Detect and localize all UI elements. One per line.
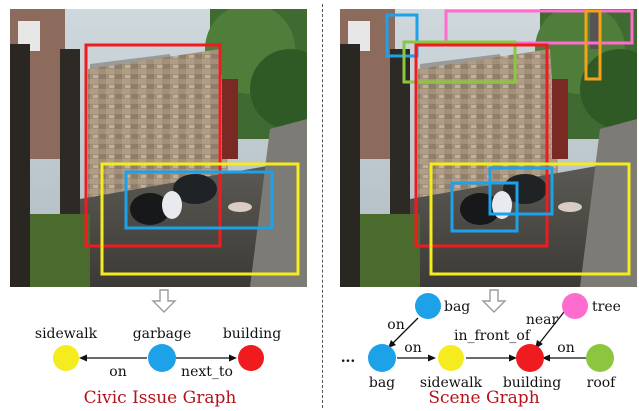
- node-garbage: [148, 344, 176, 372]
- node-bag-top: [415, 293, 441, 319]
- ellipsis: ...: [341, 350, 356, 366]
- building-box: [84, 43, 222, 248]
- edge-label-on-left: on: [387, 317, 404, 333]
- tree-trunk-box: [584, 9, 602, 81]
- node-label-building-right: building: [503, 375, 561, 391]
- node-building-right: [516, 344, 544, 372]
- down-arrow-icon-right: [481, 289, 507, 313]
- edge-label-near: near: [526, 312, 559, 328]
- roof-box: [402, 40, 517, 84]
- node-building: [238, 345, 264, 371]
- building-box-right: [414, 43, 549, 248]
- edge-label-on-right: on: [557, 340, 574, 356]
- bag-box-left: [450, 181, 519, 233]
- left-photo: [10, 9, 307, 287]
- right-caption: Scene Graph: [428, 388, 539, 408]
- node-label-sidewalk-right: sidewalk: [420, 375, 483, 391]
- node-label-garbage: garbage: [133, 326, 192, 342]
- arrowhead-sidewalk: [79, 354, 87, 362]
- node-tree: [562, 293, 588, 319]
- node-label-sidewalk: sidewalk: [35, 326, 98, 342]
- arrowhead-building: [229, 354, 237, 362]
- node-label-roof: roof: [587, 375, 618, 391]
- edge-label-on-mid: on: [404, 340, 421, 356]
- garbage-box: [124, 170, 274, 230]
- bag-box-right: [488, 166, 554, 216]
- node-bag-bottom: [368, 344, 396, 372]
- sidewalk-box: [100, 162, 300, 276]
- tree-box: [444, 9, 634, 45]
- arrowhead-building-mid: [509, 354, 517, 362]
- edge-bag-top-bag-bottom: [390, 317, 419, 346]
- arrowhead-sidewalk-right: [428, 354, 436, 362]
- edge-label-on: on: [109, 364, 126, 380]
- sidewalk-box-right: [429, 162, 631, 276]
- edge-tree-building: [537, 311, 565, 346]
- down-arrow-icon-left: [151, 289, 177, 313]
- arrowhead-building-right: [542, 354, 550, 362]
- bag-box-top: [385, 13, 419, 58]
- node-label-bag-top: bag: [444, 299, 470, 315]
- left-caption: Civic Issue Graph: [84, 388, 237, 408]
- node-sidewalk-right: [438, 345, 464, 371]
- edge-label-in-front-of: in_front_of: [454, 328, 532, 344]
- node-label-building: building: [223, 326, 281, 342]
- node-sidewalk: [53, 345, 79, 371]
- node-roof: [586, 344, 614, 372]
- edge-label-next-to: next_to: [181, 364, 233, 380]
- panel-divider: [322, 4, 323, 408]
- node-label-tree: tree: [592, 299, 621, 315]
- arrowhead-bag-bottom: [388, 340, 396, 348]
- node-label-bag-bottom: bag: [369, 375, 395, 391]
